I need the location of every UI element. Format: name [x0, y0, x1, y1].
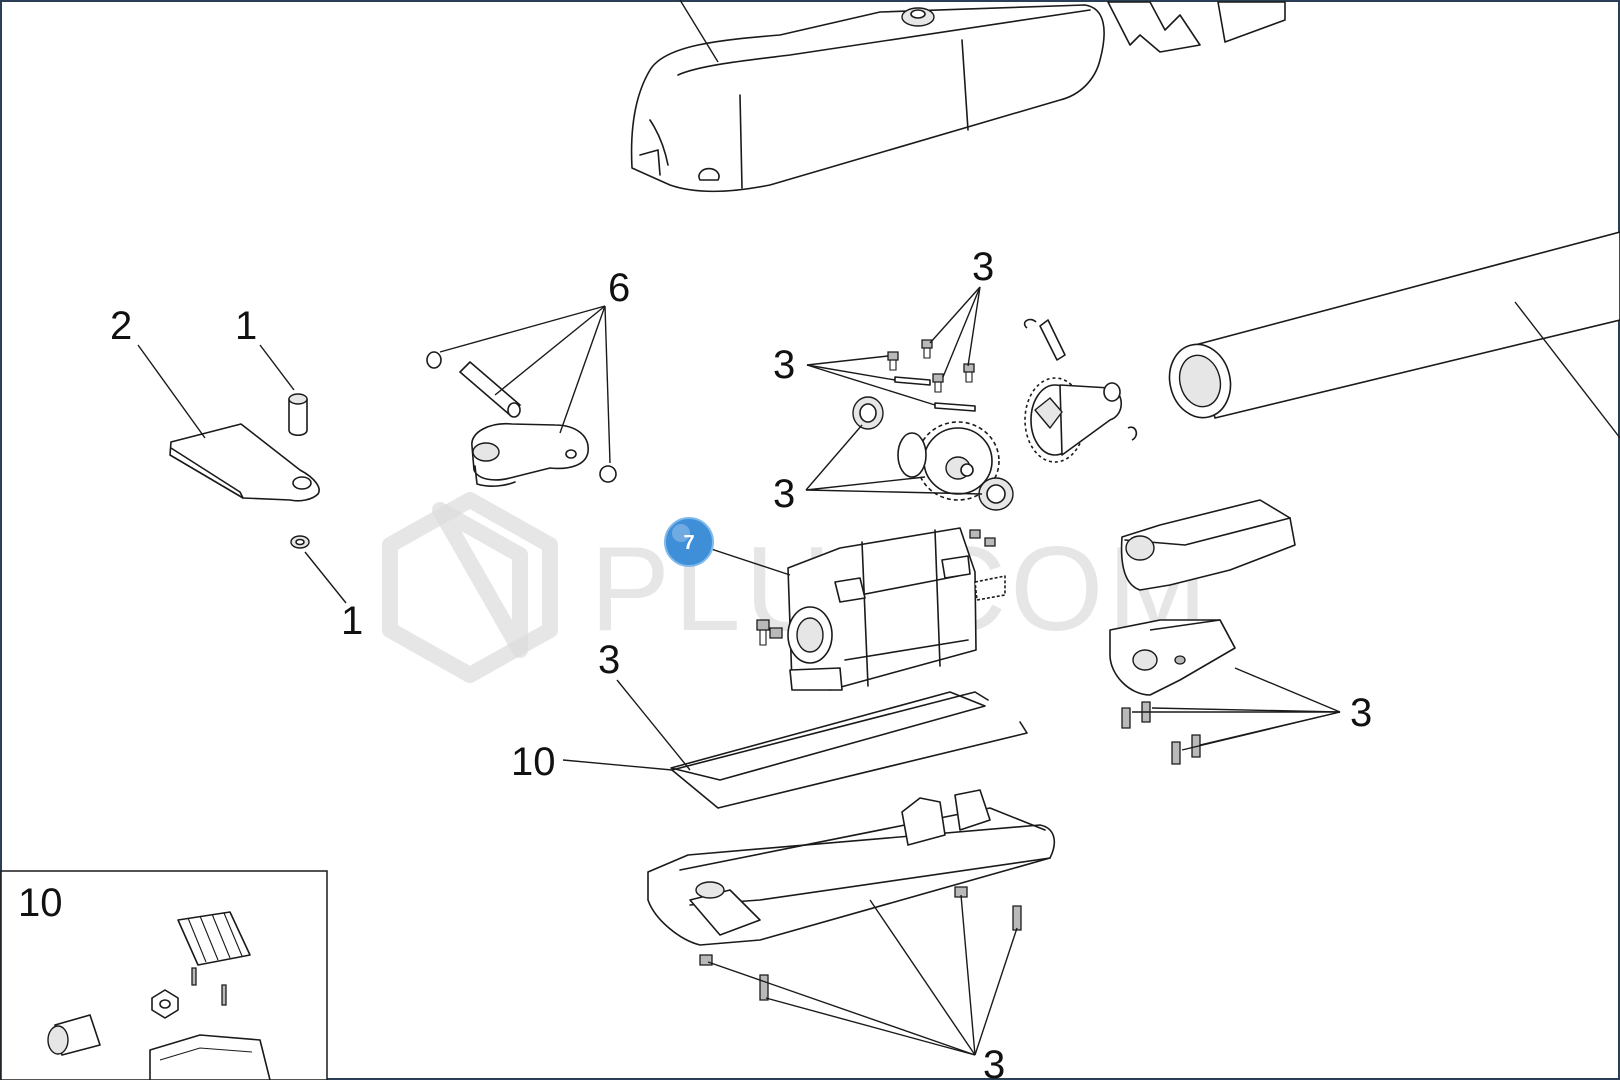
bushing-part: 1 [235, 304, 308, 437]
mounting-plate-part: 2 [110, 304, 320, 502]
inset-screw [221, 984, 227, 1006]
callout-label-base-screws: 3 [983, 1043, 1005, 1080]
upper-screws-part: 3 3 [773, 245, 994, 412]
terminal-block-part [177, 911, 251, 966]
gear-assembly-part: 3 [773, 318, 1138, 516]
inset-title: 10 [18, 881, 63, 925]
hotspot-badge-7[interactable]: 7 [664, 517, 714, 567]
callout-label-bushing-top: 1 [235, 304, 257, 348]
inset-panel: 10 [0, 870, 328, 1080]
end-caps-part: 3 [1109, 499, 1372, 765]
callout-label-screws-left: 3 [773, 343, 795, 387]
junction-box-part [149, 1034, 271, 1080]
tube-part [1168, 231, 1620, 439]
callout-label-gasket-line: 3 [598, 638, 620, 682]
gasket-part: 3 10 [511, 638, 1028, 809]
callout-label-end-caps: 3 [1350, 691, 1372, 735]
washer-part: 1 [290, 535, 363, 643]
callout-label-gasket: 10 [511, 740, 556, 784]
arm-pin-set-part: 6 [426, 266, 630, 487]
motor-part [689, 527, 1006, 691]
callout-label-washer-bottom: 1 [341, 599, 363, 643]
callout-label-plate: 2 [110, 304, 132, 348]
hotspot-badge-label: 7 [683, 532, 694, 554]
cable-gland-part [47, 1014, 101, 1056]
top-cover-part [630, 0, 1286, 193]
callout-label-screws-upper: 3 [972, 245, 994, 289]
inset-screw [191, 967, 197, 986]
callout-label-bearings: 3 [773, 472, 795, 516]
base-housing-part: 3 [647, 789, 1056, 1080]
callout-label-pin-set: 6 [608, 266, 630, 310]
